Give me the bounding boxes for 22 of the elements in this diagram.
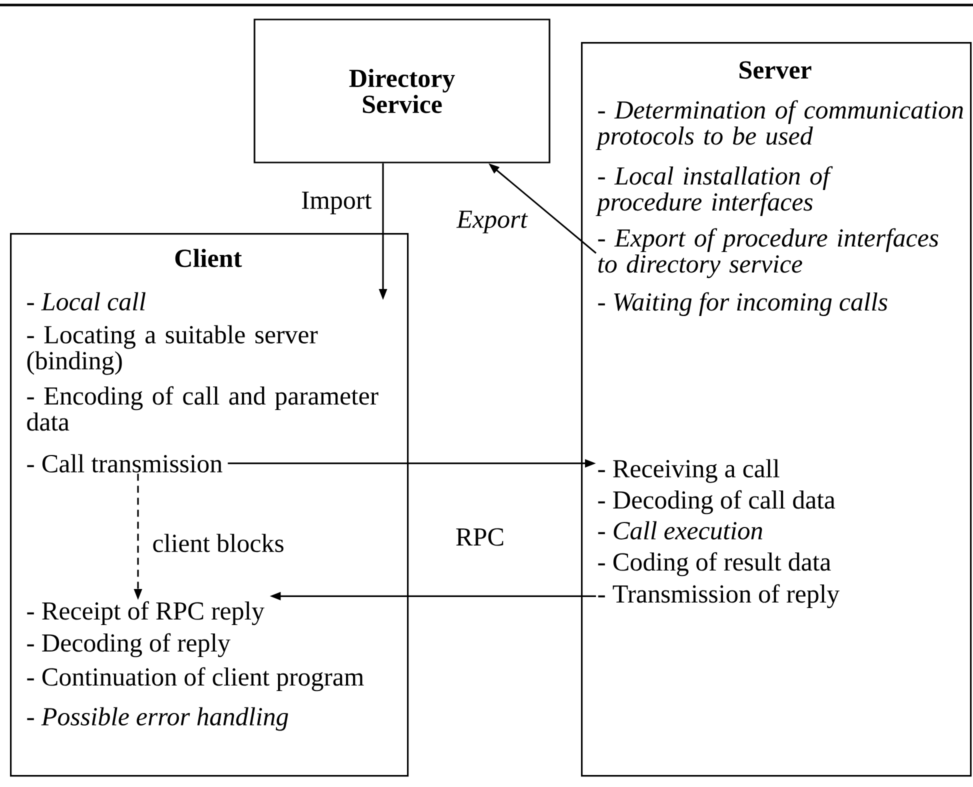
edge-label: client blocks <box>150 532 286 554</box>
list-item: - Call execution <box>598 521 762 540</box>
list-item: - Possible error handling <box>27 707 288 731</box>
list-item: - Transmission of reply <box>598 584 840 608</box>
list-item: - Receiving a call <box>598 459 780 483</box>
protocol-label: RPC <box>456 528 504 546</box>
list-item: - Coding of result data <box>598 552 831 576</box>
list-item: - Waiting for incoming calls <box>598 292 888 316</box>
list-item: - Decoding of call data <box>598 490 836 514</box>
list-item: - Locating a suitable server (binding) <box>27 325 318 375</box>
list-item: - Export of procedure interfaces to directory service <box>598 228 938 278</box>
list-item: - Receipt of RPC reply <box>27 601 264 626</box>
list-item: - Encoding of call and parameter data <box>27 386 378 431</box>
list-item: - Local installation of procedure interfaces <box>596 166 833 216</box>
list-item: - Determination of communication protocols to be used <box>596 100 963 150</box>
edge-label: Import <box>299 190 374 216</box>
service-box: Directory Service <box>254 18 550 164</box>
list-item: - Local call <box>27 292 146 310</box>
edge-label: Export <box>454 208 530 236</box>
list-item: - Decoding of reply <box>27 633 230 658</box>
list-item: - Continuation of client program <box>27 667 364 692</box>
list-item: - Call transmission <box>27 454 222 472</box>
